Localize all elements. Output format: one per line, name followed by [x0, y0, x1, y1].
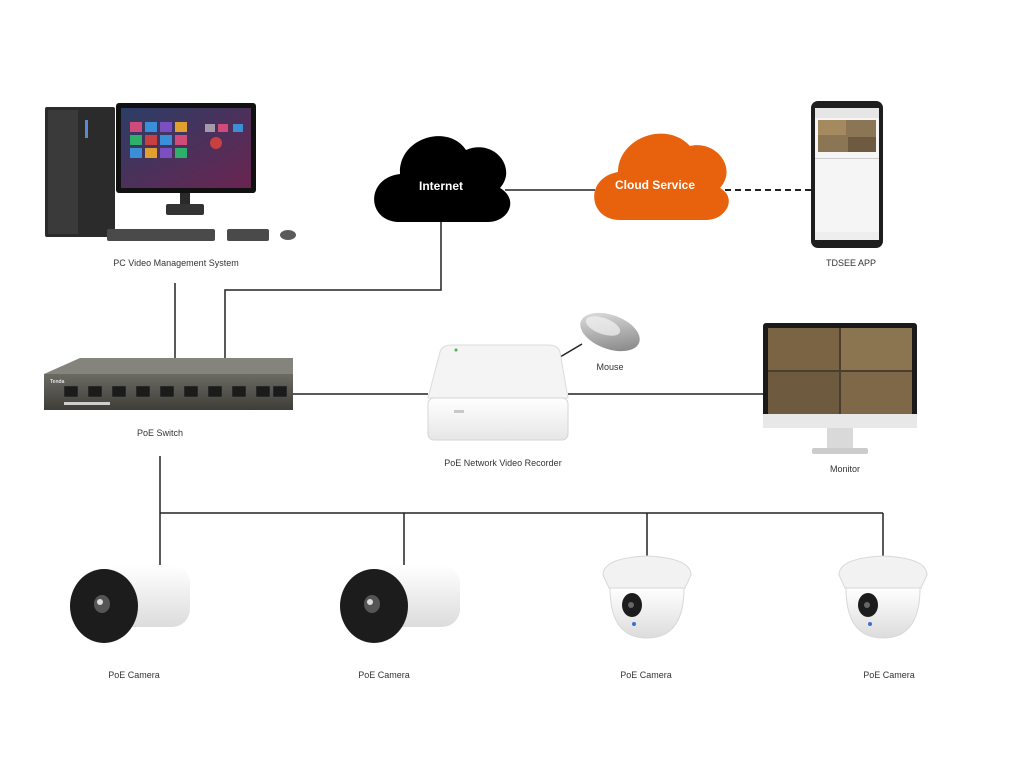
- monitor-icon: [763, 323, 917, 454]
- svg-text:Tenda: Tenda: [50, 379, 65, 385]
- pc-label: PC Video Management System: [113, 258, 239, 268]
- network-switch-icon: Tenda: [44, 358, 293, 410]
- camera-1-label: PoE Camera: [108, 670, 160, 680]
- mouse-label: Mouse: [596, 362, 624, 372]
- bullet-camera-icon: [70, 565, 190, 643]
- nvr-icon: [427, 344, 569, 441]
- cloud-service-label: Cloud Service: [615, 178, 695, 192]
- camera-2-label: PoE Camera: [358, 670, 410, 680]
- internet-label: Internet: [419, 179, 463, 193]
- smartphone-icon: [811, 101, 883, 248]
- app-label: TDSEE APP: [825, 258, 877, 268]
- mouse-icon: [580, 312, 640, 352]
- desktop-pc-icon: [45, 103, 296, 241]
- dome-camera-icon: [838, 555, 928, 639]
- dome-camera-icon: [602, 555, 692, 639]
- camera-3-label: PoE Camera: [620, 670, 672, 680]
- switch-label: PoE Switch: [136, 428, 184, 438]
- monitor-label: Monitor: [829, 464, 861, 474]
- internet-cloud-icon: Internet: [374, 136, 511, 222]
- bullet-camera-icon: [340, 565, 460, 643]
- link-internet-switch: [224, 222, 442, 358]
- cloud-service-icon: Cloud Service: [594, 133, 729, 220]
- nvr-label: PoE Network Video Recorder: [444, 458, 562, 468]
- camera-4-label: PoE Camera: [863, 670, 915, 680]
